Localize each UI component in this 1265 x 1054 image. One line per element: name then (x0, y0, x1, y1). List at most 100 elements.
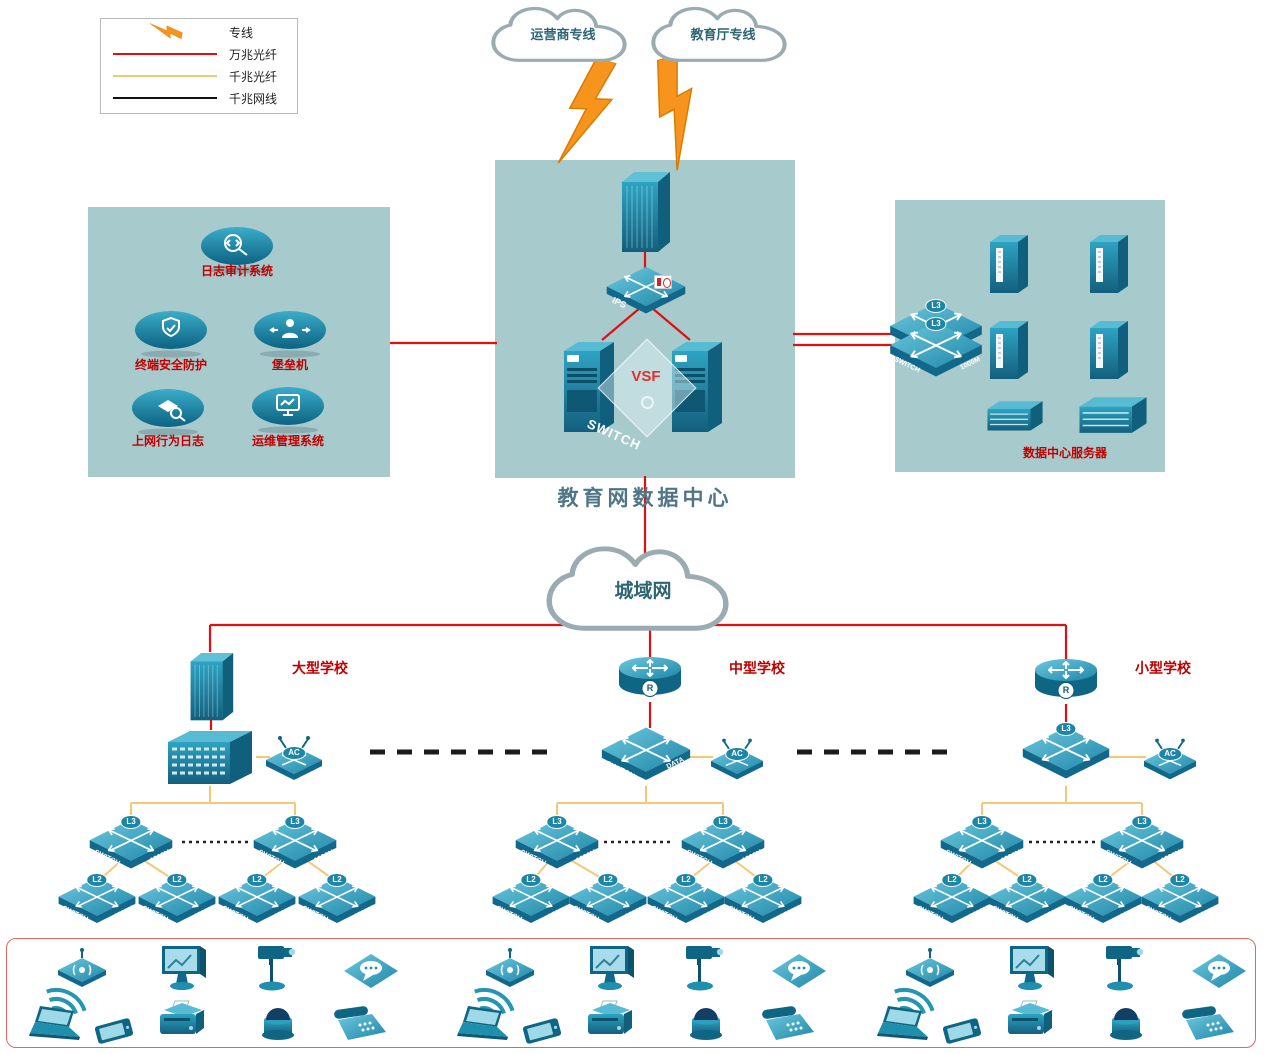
legend-row-dedicated: 专线 (101, 21, 297, 43)
terminal-security-label: 终端安全防护 (134, 358, 207, 372)
ac-badge: AC (282, 746, 306, 760)
school-router-icon: R (1033, 656, 1099, 706)
l2-switch-icon: L2 SWITCH 1000M (987, 873, 1067, 930)
smartphone-icon (90, 1018, 138, 1044)
bastion-host-label: 堡垒机 (271, 358, 308, 372)
legend-row-10g: 万兆光纤 (101, 43, 297, 65)
ptz-camera-icon (254, 942, 304, 994)
laptop-icon (456, 1006, 512, 1044)
school-main-switch-icon: L3 SWITCH 1000M (1021, 722, 1111, 788)
desk-phone-icon (760, 1004, 818, 1046)
l2-switch-icon: L2 SWITCH 1000M (723, 873, 803, 930)
man-cloud: 城域网 (534, 542, 752, 640)
endpoint-group (456, 942, 836, 1048)
legend: 专线 万兆光纤 千兆光纤 千兆网线 (100, 18, 298, 114)
l3-switch-icon: L3 SWITCH 1000M (252, 815, 338, 876)
rack-server-icon (1074, 392, 1152, 436)
log-audit-icon (199, 224, 275, 274)
small-school-label: 小型学校 (1135, 660, 1191, 676)
ac-controller-icon: AC (711, 738, 763, 780)
school-router-icon: R (617, 654, 683, 704)
education-cloud-label: 教育厅专线 (690, 27, 756, 42)
dome-camera-icon (256, 1002, 300, 1046)
l2-switch-icon: L2 SWITCH 1000M (568, 873, 648, 930)
ops-mgmt-label: 运维管理系统 (251, 434, 324, 448)
l2-switch-icon: L2 SWITCH 1000M (217, 873, 297, 930)
rack-server-icon (984, 394, 1046, 436)
l3-switch-icon: L3 SWITCH 1000M (1099, 815, 1185, 876)
laptop-icon (876, 1006, 932, 1044)
vsf-diamond-icon (597, 338, 697, 438)
server-cabinet-icon (1086, 230, 1132, 294)
desktop-monitor-icon (1004, 944, 1060, 992)
l3-badge: L3 (925, 317, 947, 331)
ac-controller-icon: AC (1144, 738, 1196, 780)
printer-icon (582, 1000, 638, 1046)
l2-switch-icon: L2 SWITCH 1000M (1063, 873, 1143, 930)
ips-logo (654, 275, 672, 289)
endpoint-group (28, 942, 408, 1048)
ptz-camera-icon (682, 942, 732, 994)
printer-icon (154, 1000, 210, 1046)
medium-school-label: 中型学校 (729, 660, 785, 676)
server-zone-switch-stack-icon: L3 L3 SWITCH 1000M (888, 299, 984, 386)
server-cabinet-icon (986, 230, 1032, 294)
server-cabinet-icon (1086, 316, 1132, 380)
l3-switch-icon: L3 SWITCH 1000M (88, 815, 174, 876)
carrier-cloud-label: 运营商专线 (530, 27, 596, 42)
education-cloud: 教育厅专线 (642, 4, 804, 68)
l2-switch-icon: L2 SWITCH 1000M (646, 873, 726, 930)
router-badge: R (641, 680, 659, 697)
legend-label: 万兆光纤 (229, 47, 278, 62)
net-log-label: 上网行为日志 (131, 434, 204, 448)
man-cloud-label: 城域网 (614, 581, 672, 602)
school-server-icon (162, 726, 258, 788)
lightning-icon (548, 52, 633, 175)
ops-mgmt-icon (250, 384, 326, 434)
desktop-monitor-icon (584, 944, 640, 992)
voice-terminal-icon (344, 952, 398, 990)
legend-row-1g-cable: 千兆网线 (101, 87, 297, 109)
core-firewall-icon (618, 166, 672, 254)
l2-switch-icon: L2 SWITCH 1000M (57, 873, 137, 930)
l3-badge: L3 (925, 299, 947, 313)
l3-switch-icon: L3 SWITCH 1000M (680, 815, 766, 876)
server-zone-label: 数据中心服务器 (1022, 446, 1107, 460)
l3-switch-icon: L3 SWITCH 1000M (939, 815, 1025, 876)
legend-label: 千兆光纤 (229, 69, 278, 84)
desk-phone-icon (332, 1004, 390, 1046)
legend-label: 千兆网线 (229, 91, 278, 106)
vsf-link-icon (641, 396, 654, 409)
desk-phone-icon (1180, 1004, 1238, 1046)
lightning-icon (639, 51, 720, 173)
endpoint-group (876, 942, 1256, 1048)
legend-row-1g-fiber: 千兆光纤 (101, 65, 297, 87)
vsf-label: VSF (631, 368, 661, 385)
voice-terminal-icon (772, 952, 826, 990)
terminal-security-icon (133, 308, 209, 358)
school-firewall-icon (187, 648, 235, 722)
router-badge: R (1057, 682, 1075, 699)
bastion-host-icon (252, 308, 328, 358)
black-line-icon (113, 97, 217, 99)
l2-switch-icon: L2 SWITCH 1000M (297, 873, 377, 930)
l2-switch-icon: L2 SWITCH 1000M (137, 873, 217, 930)
red-line-icon (113, 53, 217, 55)
smartphone-icon (938, 1018, 986, 1044)
ac-controller-icon: AC (266, 736, 322, 780)
l2-switch-icon: L2 SWITCH 1000M (1140, 873, 1220, 930)
dome-camera-icon (1104, 1002, 1148, 1046)
net-log-icon (130, 386, 206, 436)
dome-camera-icon (684, 1002, 728, 1046)
l2-switch-icon: L2 SWITCH 1000M (491, 873, 571, 930)
l3-switch-icon: L3 SWITCH 1000M (514, 815, 600, 876)
vsf-cluster-overlay: VSF SWITCH (585, 338, 697, 453)
log-audit-label: 日志审计系统 (200, 264, 273, 278)
carrier-cloud: 运营商专线 (482, 4, 644, 68)
large-school-label: 大型学校 (292, 660, 348, 676)
lightning-icon (101, 15, 229, 49)
printer-icon (1002, 1000, 1058, 1046)
legend-label: 专线 (229, 25, 254, 40)
datacenter-switch-icon: SWITCH DATA CENTER (600, 724, 694, 790)
datacenter-title: 教育网数据中心 (557, 487, 733, 510)
